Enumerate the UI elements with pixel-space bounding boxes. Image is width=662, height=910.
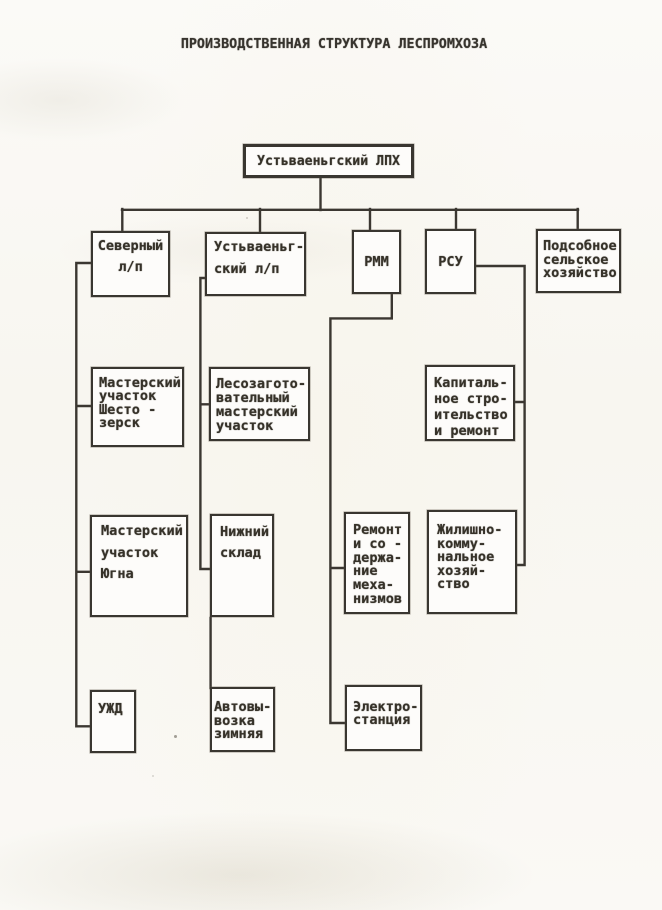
- org-node-nizhny-sklad: Нижний склад: [210, 514, 274, 617]
- org-node-lesozagotovitelny: Лесозагото- вательный мастерский участок: [209, 367, 310, 441]
- org-node-yugna: Мастерский участок Югна: [90, 515, 188, 617]
- org-node-rsu: РСУ: [425, 229, 476, 294]
- connector-rmm-spine: [329, 291, 393, 725]
- scan-speck: [246, 217, 248, 219]
- scan-speck: [152, 775, 154, 777]
- org-node-zhilkomhoz: Жилишно- комму- нальное хозяй- ство: [427, 510, 517, 614]
- org-node-severny-lp: Северный л/п: [91, 231, 170, 297]
- org-node-rmm: РММ: [352, 230, 401, 294]
- org-node-ustvaensky-lp: Устьваеньг- ский л/п: [205, 232, 306, 296]
- org-node-elektrostantsia: Электро- станция: [345, 685, 422, 751]
- page-title: ПРОИЗВОДСТВЕННАЯ СТРУКТУРА ЛЕСПРОМХОЗА: [180, 37, 488, 52]
- connector-rsu-spine: [473, 264, 526, 567]
- org-node-root: Устьваеньгский ЛПХ: [243, 144, 414, 178]
- scan-speck: [174, 735, 177, 738]
- org-node-kapstroitelstvo: Капиталь- ное стро- ительство и ремонт: [425, 365, 515, 441]
- org-node-shestozersk: Мастерский участок Шесто - зерск: [91, 367, 184, 447]
- org-node-podsobnoe: Подсобное сельское хозяйство: [536, 229, 621, 293]
- org-node-avtovyvozka: Автовы- возка зимняя: [210, 687, 275, 752]
- connector-severny-spine: [75, 261, 94, 728]
- connector-ustvaensky-spine: [199, 276, 213, 571]
- org-node-remont: Ремонт и со - держа- ние меха- низмов: [344, 512, 410, 614]
- org-node-uzhd: УЖД: [90, 690, 136, 753]
